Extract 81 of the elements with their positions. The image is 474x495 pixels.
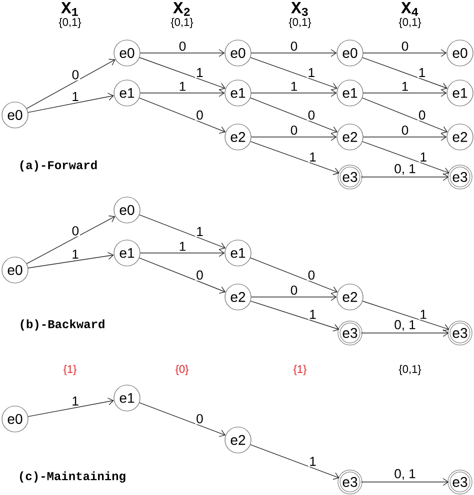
arrow [139,258,226,294]
edge-label: 1 [195,226,204,237]
arrow [26,58,116,109]
edge-label: 0 [195,109,204,121]
edge-label: 0 [195,413,204,424]
arrow [26,216,116,264]
edge-label: 0 [70,225,80,236]
domain-label: {1} [63,364,77,376]
edge-label: 1 [308,456,318,467]
arrow [362,89,447,97]
panel-caption: (c)-Maintaining [20,471,126,483]
variable-label: X$_{3}$ [291,2,308,16]
domain-label: {0,1} [58,18,82,28]
arrow [139,402,226,437]
panel-caption: (a)-Forward [20,160,97,172]
domain-label: {0} [175,364,189,376]
edge-label: 1 [195,67,204,78]
edge-label: 1 [70,248,80,260]
domain-label: {0,1} [398,18,422,28]
edge-label: 0 [195,269,204,281]
arrow [140,49,225,57]
arrow [250,89,337,97]
arrow [250,293,337,301]
arrow [139,214,226,250]
arrow [250,57,338,90]
edge-label: 0 [400,124,410,136]
edge-label: 0 [306,269,316,281]
edge-label: 1 [308,308,318,320]
edge-label: 1 [178,240,188,252]
domain-label: {0,1} [170,18,194,28]
arrow [140,89,225,97]
arrow [360,329,449,337]
edge-label: 0, 1 [393,319,417,332]
edge-label: 0 [306,109,316,121]
arrow [362,133,447,141]
arrow [250,141,340,175]
domain-label: {1} [293,364,307,376]
domain-label: {0,1} [398,364,422,376]
edge-label: 1 [308,152,318,162]
edge-label: 0, 1 [393,468,417,481]
edge-label: 0 [289,284,299,296]
edge-label: 1 [418,308,428,320]
arrow [250,300,340,332]
arrow [362,57,448,90]
arrow [139,57,226,90]
arrow [360,478,449,486]
edge-label: 1 [289,80,299,92]
edge-label: 1 [70,91,80,102]
edge-label: 1 [417,67,427,78]
arrow [360,173,449,181]
arrow [28,398,114,417]
edge-label: 0 [417,109,427,121]
arrow [250,98,338,134]
panel-caption: (b)-Backward [20,319,104,331]
arrow [250,258,338,294]
domain-label: {0,1} [288,18,312,28]
arrow [362,49,447,57]
arrow [140,249,225,257]
arrow [250,133,337,141]
edge-label: 0 [178,40,188,52]
edge-label: 0 [70,69,80,80]
edge-label: 1 [418,152,428,162]
variable-label: X$_{2}$ [173,2,190,16]
arrow [250,444,340,480]
edge-label: 0 [289,40,299,52]
edge-label: 0 [289,124,299,136]
arrow [362,141,450,175]
arrow [250,49,337,57]
arrow [362,300,450,332]
edge-label: 1 [178,80,188,92]
arrow [28,92,114,113]
arrow [362,98,448,134]
edge-label: 1 [400,80,410,92]
arrow [139,98,226,134]
edge-label: 0 [400,40,410,52]
variable-label: X$_{1}$ [61,2,78,16]
edge-label: 1 [70,396,80,406]
variable-label: X$_{4}$ [401,2,418,16]
arrow [28,252,114,268]
edge-label: 0, 1 [393,163,417,176]
edge-label: 1 [306,67,316,78]
